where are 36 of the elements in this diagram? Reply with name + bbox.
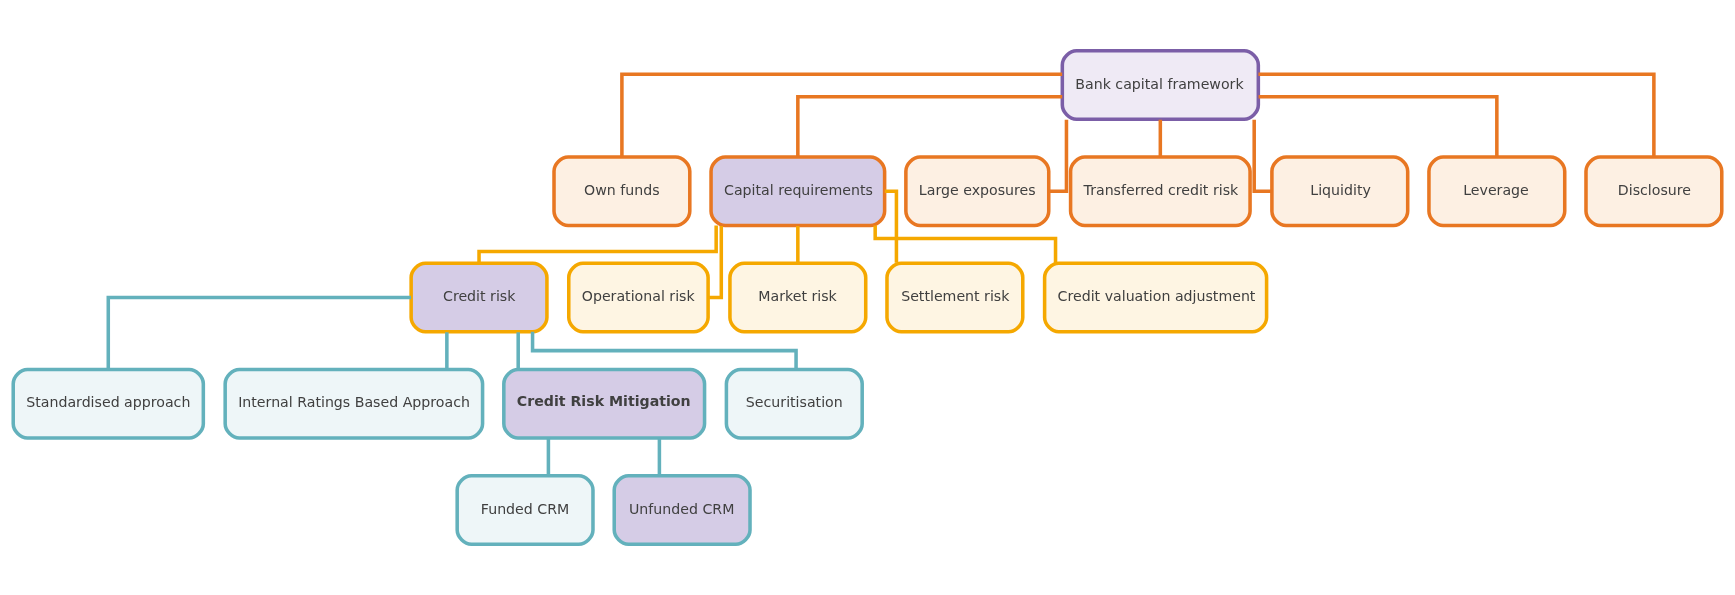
node-box: Capital requirements [709,155,887,228]
node-box: Settlement risk [885,261,1025,334]
connector [445,332,449,370]
connector [1258,72,1656,157]
node-box: Disclosure [1584,155,1724,228]
connector [1158,119,1163,157]
connector [884,189,899,263]
connector [546,438,551,476]
node-box: Market risk [728,261,868,334]
node-box: Bank capital framework [1060,48,1261,121]
node-box: Securitisation [724,367,864,440]
node-box: Internal Ratings Based Approach [223,367,485,440]
node-box: Liquidity [1270,155,1410,228]
node-box: Credit Risk Mitigation [502,367,707,440]
connector [530,331,798,370]
node-box: Unfunded CRM [612,474,752,547]
connector [477,225,718,264]
connector [516,332,520,370]
node-box: Credit valuation adjustment [1042,261,1269,334]
node-box: Large exposures [904,155,1051,228]
node-box: Standardised approach [11,367,206,440]
node-box: Funded CRM [455,474,595,547]
node-box: Credit risk [409,261,549,334]
connector [708,226,724,300]
connector [620,72,1063,157]
connector [657,438,662,476]
node-box: Leverage [1427,155,1567,228]
connector [796,226,800,263]
connector [1258,95,1499,157]
node-box: Operational risk [567,261,710,334]
node-box: Own funds [552,155,692,228]
connector [796,95,1063,157]
connector [106,295,412,369]
connector [1252,119,1272,193]
node-box: Transferred credit risk [1068,155,1252,228]
connector [1048,119,1069,193]
